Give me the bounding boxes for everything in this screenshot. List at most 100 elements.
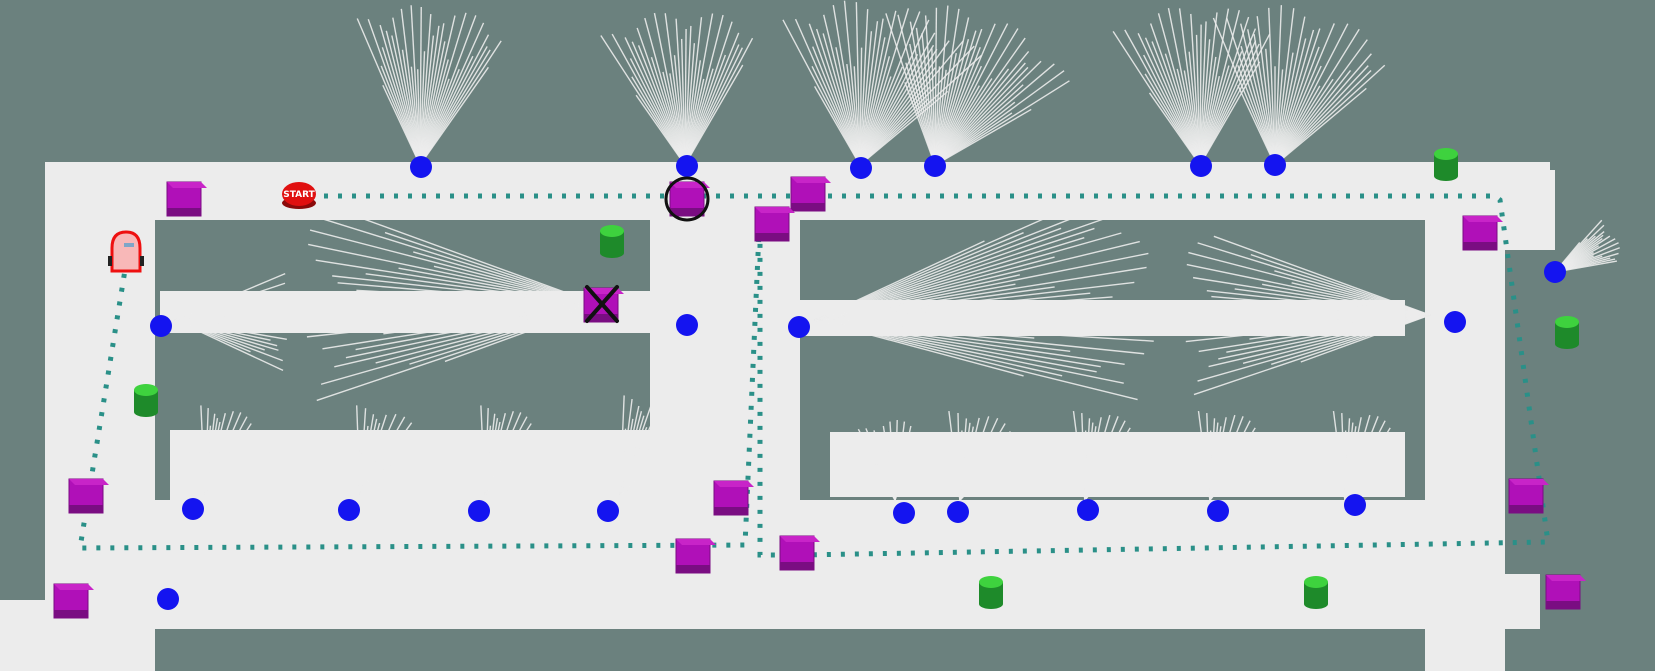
waypoint-marker[interactable] (1544, 261, 1566, 283)
scan-ray (1274, 28, 1321, 166)
scan-ray (814, 227, 1095, 321)
free-space-area (130, 574, 1540, 629)
scan-ray (957, 413, 961, 501)
box-obstacle[interactable] (713, 480, 754, 516)
cylinder-base (1434, 171, 1458, 181)
scan-ray (859, 31, 873, 166)
box-obstacle[interactable] (53, 583, 94, 619)
robot-icon[interactable] (108, 230, 144, 273)
box-obstacle[interactable] (790, 176, 831, 212)
cylinder-obstacle[interactable] (979, 576, 1003, 609)
scan-ray (684, 13, 714, 166)
waypoint-marker[interactable] (597, 500, 619, 522)
scan-ray (1197, 242, 1431, 316)
cylinder-obstacle[interactable] (1434, 148, 1458, 181)
box-obstacle[interactable] (675, 538, 716, 574)
waypoint-marker[interactable] (150, 315, 172, 337)
box-obstacle[interactable] (1508, 478, 1549, 514)
scan-ray (782, 19, 861, 166)
scan-ray (814, 319, 1048, 322)
waypoint-marker[interactable] (182, 498, 204, 520)
box-obstacle[interactable] (1462, 215, 1503, 251)
scan-ray (814, 319, 1125, 366)
scan-ray (859, 19, 930, 166)
scan-ray (315, 259, 601, 306)
box-obstacle[interactable] (1545, 574, 1586, 610)
waypoint-marker[interactable] (1344, 494, 1366, 516)
scan-ray (684, 14, 724, 166)
scan-ray (309, 229, 601, 306)
waypoint-marker[interactable] (1444, 311, 1466, 333)
free-space-layer (0, 162, 1555, 671)
box-obstacle[interactable] (68, 478, 109, 514)
scan-ray (1247, 29, 1276, 166)
scan-ray (1213, 235, 1431, 316)
cylinder-base (1304, 599, 1328, 609)
scan-ray (1199, 39, 1211, 166)
box-obstacle[interactable] (669, 181, 710, 217)
waypoint-marker[interactable] (924, 155, 946, 177)
scan-ray (419, 15, 456, 166)
scan-ray (814, 319, 1035, 339)
scan-ray (959, 416, 990, 501)
start-button-icon[interactable]: START (282, 182, 316, 209)
scan-ray (684, 47, 743, 166)
scan-ray (948, 410, 961, 501)
scan-ray (934, 80, 1070, 166)
scan-ray (367, 19, 421, 166)
waypoint-marker[interactable] (850, 157, 872, 179)
scan-ray (174, 272, 286, 321)
selection-ring-icon[interactable] (664, 176, 710, 222)
scan-ray (822, 33, 861, 166)
box-obstacle[interactable] (166, 181, 207, 217)
waypoint-marker[interactable] (1077, 499, 1099, 521)
waypoint-marker[interactable] (676, 314, 698, 336)
scan-ray (1180, 314, 1431, 331)
cylinder-obstacle[interactable] (1304, 576, 1328, 609)
waypoint-marker[interactable] (947, 501, 969, 523)
waypoint-marker[interactable] (468, 500, 490, 522)
waypoint-marker[interactable] (788, 316, 810, 338)
scan-ray (1211, 295, 1431, 316)
box-side (755, 233, 789, 241)
box-side (670, 208, 704, 216)
cylinder-obstacle[interactable] (134, 384, 158, 417)
waypoint-marker[interactable] (338, 499, 360, 521)
scan-ray (1209, 437, 1263, 501)
scan-ray (174, 319, 283, 362)
scan-ray (410, 5, 421, 166)
box-top (676, 539, 716, 545)
waypoint-marker[interactable] (676, 155, 698, 177)
waypoint-marker[interactable] (157, 588, 179, 610)
cylinder-top (1304, 576, 1328, 588)
cylinder-obstacle[interactable] (600, 225, 624, 258)
scan-ray (1188, 251, 1431, 316)
scan-ray (1199, 43, 1260, 166)
waypoint-marker[interactable] (1207, 500, 1229, 522)
box-top (755, 207, 795, 213)
waypoint-marker[interactable] (410, 156, 432, 178)
scan-ray (1274, 28, 1360, 166)
scan-ray (934, 66, 1029, 166)
scan-ray (1143, 54, 1201, 166)
scan-ray (934, 63, 1055, 166)
scan-ray (859, 11, 921, 166)
free-space-area (830, 432, 1405, 497)
waypoint-marker[interactable] (893, 502, 915, 524)
waypoint-marker[interactable] (1190, 155, 1212, 177)
box-obstacle[interactable] (779, 535, 820, 571)
cylinder-top (134, 384, 158, 396)
scan-ray (316, 304, 601, 402)
scan-ray (859, 21, 879, 166)
box-obstacle[interactable] (754, 206, 795, 242)
box-side (791, 203, 825, 211)
scan-ray (419, 34, 490, 166)
cylinder-obstacle[interactable] (1555, 316, 1579, 349)
scan-ray (814, 319, 1145, 355)
scan-ray (885, 13, 936, 166)
scan-ray (1157, 13, 1201, 166)
scan-ray (814, 256, 1055, 321)
waypoint-marker[interactable] (1264, 154, 1286, 176)
